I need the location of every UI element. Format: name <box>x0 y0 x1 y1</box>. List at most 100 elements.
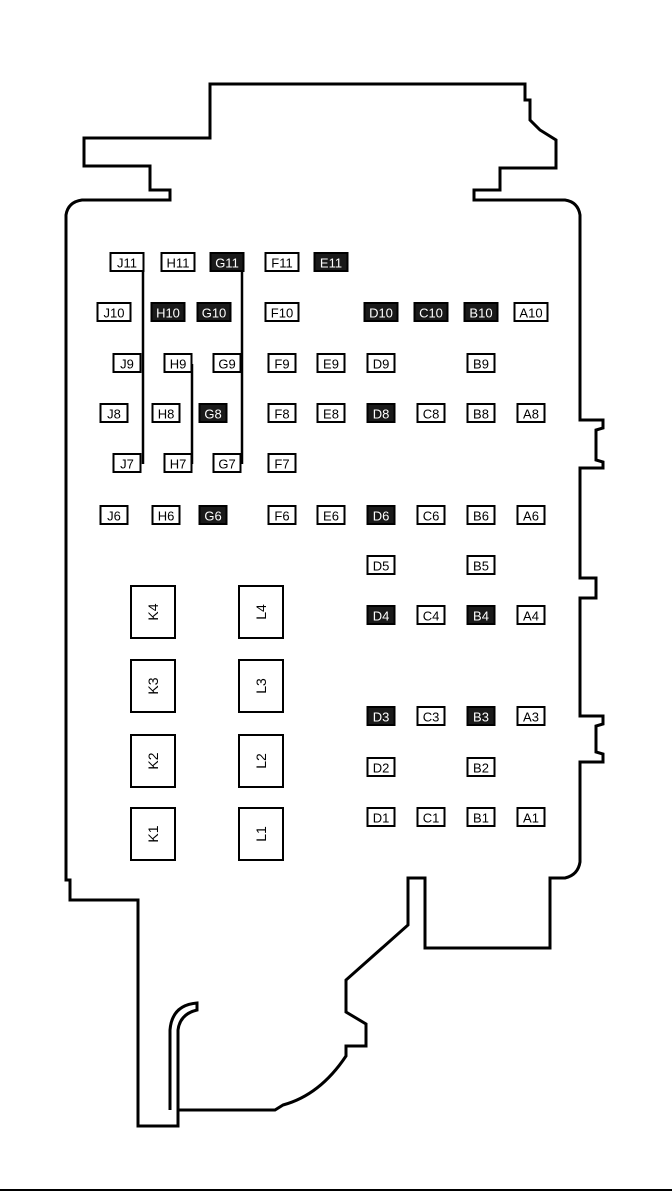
fuse-g11: G11 <box>209 252 245 272</box>
fuse-cavity <box>416 807 446 827</box>
fuse-f8: F8 <box>267 403 297 423</box>
fuse-cavity <box>466 505 496 525</box>
fuse-cavity <box>212 353 242 373</box>
fuse-h8: H8 <box>151 403 181 423</box>
fuse-cavity <box>366 353 396 373</box>
fuse-d2: D2 <box>366 757 396 777</box>
fuse-label: D6 <box>373 509 390 524</box>
fuse-label: J9 <box>120 357 134 372</box>
fuse-cavity <box>99 505 129 525</box>
fuse-cavity <box>313 252 349 272</box>
relay-label: K1 <box>145 825 161 842</box>
fuse-cavity <box>151 505 181 525</box>
fuse-label: J11 <box>117 256 137 271</box>
fuse-label: H8 <box>158 407 175 422</box>
fuse-cavity <box>466 706 496 726</box>
fuse-cavity <box>516 605 546 625</box>
fuse-label: B8 <box>473 407 489 422</box>
fuse-cavity <box>267 505 297 525</box>
fuse-label: F7 <box>274 457 289 472</box>
relay-label: K3 <box>145 677 161 694</box>
fuse-cavity <box>150 302 186 322</box>
fuse-j8: J8 <box>99 403 129 423</box>
fuse-d1: D1 <box>366 807 396 827</box>
fuse-label: A10 <box>519 306 542 321</box>
fuse-b3: B3 <box>466 706 496 726</box>
fuse-cavity <box>112 453 142 473</box>
fuse-h11: H11 <box>160 252 196 272</box>
fuse-c10: C10 <box>413 302 449 322</box>
fuse-b1: B1 <box>466 807 496 827</box>
relay-k1: K1 <box>130 807 176 861</box>
fuse-cavity <box>316 403 346 423</box>
fuse-label: E6 <box>323 509 339 524</box>
fuse-box-outline <box>64 82 605 1128</box>
fuse-a3: A3 <box>516 706 546 726</box>
fuse-label: C6 <box>423 509 440 524</box>
fuse-cavity <box>366 505 396 525</box>
fuse-label: J8 <box>107 407 121 422</box>
fuse-label: C1 <box>423 811 440 826</box>
fuse-label: D9 <box>373 357 390 372</box>
fuse-a10: A10 <box>513 302 549 322</box>
relay-k4: K4 <box>130 585 176 639</box>
fuse-d5: D5 <box>366 555 396 575</box>
fuse-cavity <box>513 302 549 322</box>
relay-label: L4 <box>253 604 269 620</box>
fuse-j7: J7 <box>112 453 142 473</box>
relay-k2: K2 <box>130 734 176 788</box>
fuse-label: E8 <box>323 407 339 422</box>
fuse-c3: C3 <box>416 706 446 726</box>
relay-label: K4 <box>145 603 161 620</box>
fuse-d10: D10 <box>363 302 399 322</box>
fuse-label: B10 <box>469 306 492 321</box>
relay-cavity <box>238 659 284 713</box>
fuse-d4: D4 <box>366 605 396 625</box>
fuse-f6: F6 <box>267 505 297 525</box>
fuse-label: A1 <box>523 811 539 826</box>
fuse-cavity <box>163 453 193 473</box>
fuse-cavity <box>466 555 496 575</box>
fuse-cavity <box>463 302 499 322</box>
relay-cavity <box>238 734 284 788</box>
fuse-cavity <box>466 353 496 373</box>
fuse-d9: D9 <box>366 353 396 373</box>
fuse-cavity <box>466 605 496 625</box>
relay-label: L2 <box>253 753 269 769</box>
fuse-cavity <box>209 252 245 272</box>
fuse-b6: B6 <box>466 505 496 525</box>
fuse-label: J6 <box>107 509 121 524</box>
fuse-cavity <box>516 403 546 423</box>
fuse-cavity <box>267 353 297 373</box>
fuse-f7: F7 <box>267 453 297 473</box>
fuse-cavity <box>366 403 396 423</box>
fuse-c8: C8 <box>416 403 446 423</box>
fuse-label: D3 <box>373 710 390 725</box>
fuse-b10: B10 <box>463 302 499 322</box>
fuse-b5: B5 <box>466 555 496 575</box>
relay-cavity <box>238 807 284 861</box>
fuse-g9: G9 <box>212 353 242 373</box>
fuse-label: J10 <box>104 306 125 321</box>
fuse-label: D10 <box>369 306 393 321</box>
fuse-b8: B8 <box>466 403 496 423</box>
fuse-label: D1 <box>373 811 390 826</box>
fuse-f10: F10 <box>264 302 300 322</box>
fuse-a6: A6 <box>516 505 546 525</box>
relay-label: K2 <box>145 752 161 769</box>
fuse-d3: D3 <box>366 706 396 726</box>
fuse-cavity <box>163 353 193 373</box>
fuse-a8: A8 <box>516 403 546 423</box>
fuse-g6: G6 <box>198 505 228 525</box>
fuse-h9: H9 <box>163 353 193 373</box>
fuse-cavity <box>96 302 132 322</box>
fuse-cavity <box>466 403 496 423</box>
fuse-b2: B2 <box>466 757 496 777</box>
fuse-label: E9 <box>323 357 339 372</box>
fuse-cavity <box>366 807 396 827</box>
fuse-label: E11 <box>320 256 342 271</box>
fuse-label: B3 <box>473 710 489 725</box>
fuse-h6: H6 <box>151 505 181 525</box>
fuse-label: A4 <box>523 609 539 624</box>
fuse-cavity <box>112 353 142 373</box>
